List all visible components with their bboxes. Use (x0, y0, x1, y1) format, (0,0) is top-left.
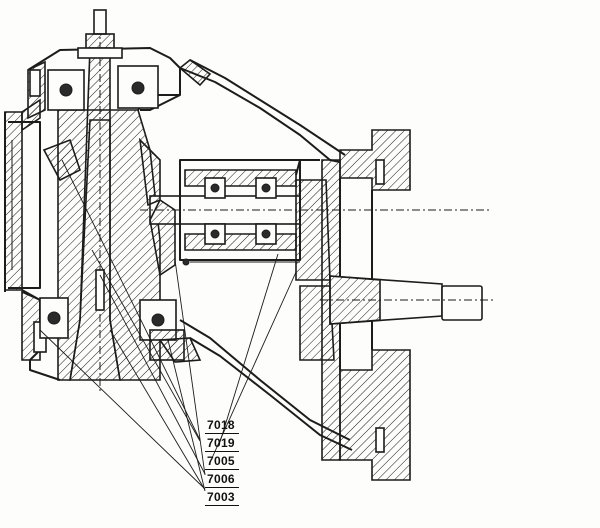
leader-lines (39, 159, 297, 492)
bottom-bearing (39, 297, 185, 361)
left-cover (8, 121, 41, 289)
top-bearing (47, 65, 159, 111)
part-number-label: 7006 (205, 472, 239, 488)
vertical-shaft (69, 9, 123, 392)
part-number-label: 7003 (205, 490, 239, 506)
output-spindle (320, 275, 496, 325)
part-number-label: 7005 (205, 454, 239, 470)
part-number-label: 7018 (205, 418, 239, 434)
mounting-flange (321, 129, 411, 481)
bevel-pinion (138, 137, 176, 277)
part-number-label: 7019 (205, 436, 239, 452)
